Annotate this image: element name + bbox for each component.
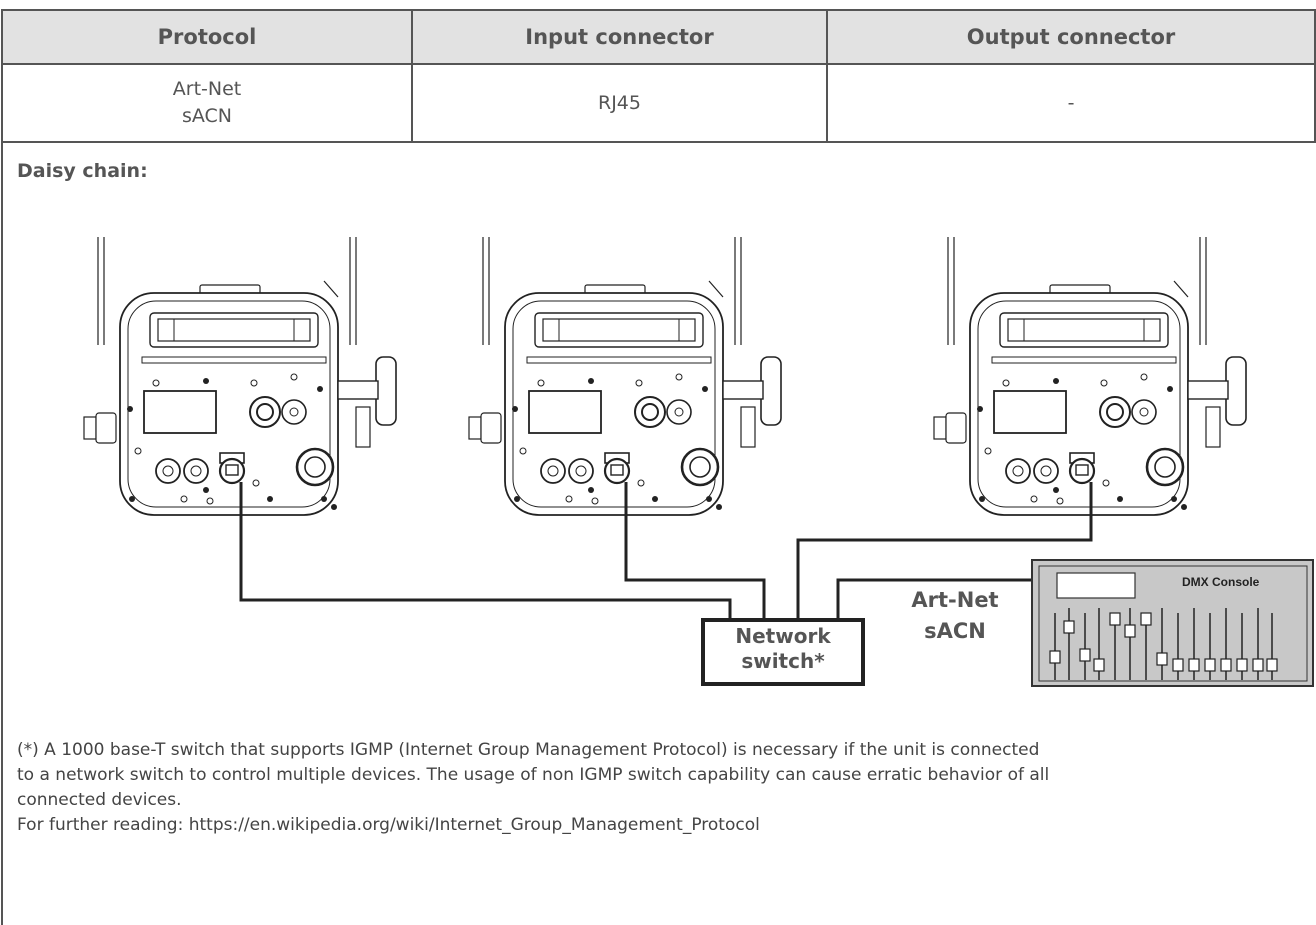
protocol-table: Protocol Input connector Output connecto… xyxy=(1,9,1316,143)
network-switch-line-2: switch* xyxy=(741,649,825,673)
header-protocol: Protocol xyxy=(1,9,413,65)
network-cables xyxy=(239,482,1093,620)
protocol-label-line-2: sACN xyxy=(924,619,986,643)
footnote: (*) A 1000 base-T switch that supports I… xyxy=(17,738,1297,838)
fixture-2 xyxy=(467,235,783,517)
header-input-connector: Input connector xyxy=(411,9,828,65)
further-reading-link[interactable]: For further reading: https://en.wikipedi… xyxy=(17,815,760,835)
protocol-label: Art-Net sACN xyxy=(895,585,1015,647)
dmx-console xyxy=(1031,559,1314,687)
network-switch-label: Network switch* xyxy=(703,624,863,674)
header-output-connector: Output connector xyxy=(826,9,1316,65)
footnote-line-1: (*) A 1000 base-T switch that supports I… xyxy=(17,740,1040,760)
cell-protocol-line-2: sACN xyxy=(181,105,233,127)
dmx-console-label: DMX Console xyxy=(1182,575,1260,589)
daisy-chain-diagram xyxy=(82,235,1314,687)
protocol-label-line-1: Art-Net xyxy=(911,588,999,612)
network-switch-box xyxy=(701,618,865,686)
cell-protocol-line-1: Art-Net xyxy=(172,78,242,100)
frame-left-border xyxy=(1,143,3,925)
footnote-line-3: connected devices. xyxy=(17,790,182,810)
fixture-1 xyxy=(82,235,398,517)
network-switch-line-1: Network xyxy=(735,624,831,648)
footnote-line-2: to a network switch to control multiple … xyxy=(17,765,1050,785)
cell-protocol: Art-Net sACN xyxy=(1,63,413,143)
section-title: Daisy chain: xyxy=(17,160,148,182)
cell-output-connector: - xyxy=(826,63,1316,143)
table-header-row: Protocol Input connector Output connecto… xyxy=(1,9,1316,65)
fixture-3 xyxy=(932,235,1248,517)
cell-input-connector: RJ45 xyxy=(411,63,828,143)
table-row: Art-Net sACN RJ45 - xyxy=(1,63,1316,143)
